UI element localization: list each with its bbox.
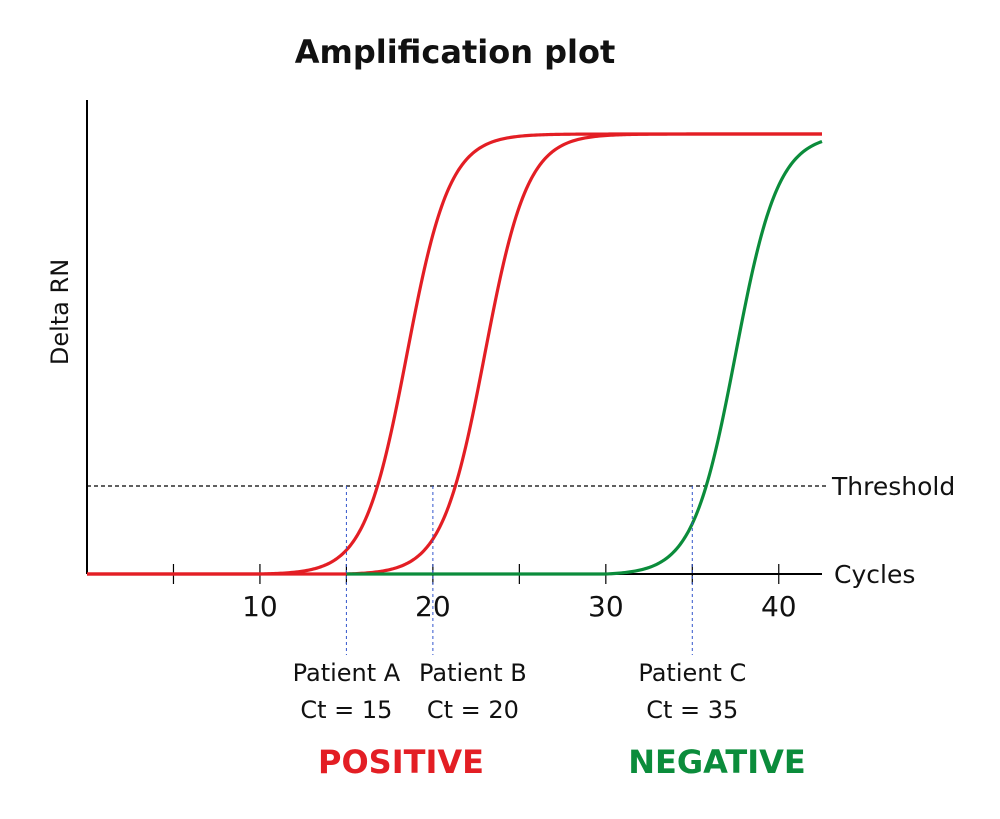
x-axis-label: Cycles xyxy=(834,560,915,589)
patient-note: Ct = 35 xyxy=(646,696,738,724)
patient-note: Patient A xyxy=(293,659,401,687)
amplification-curve-3 xyxy=(346,140,823,576)
x-tick-label: 10 xyxy=(242,590,278,623)
patient-note: Patient B xyxy=(419,659,527,687)
verdict-positive: POSITIVE xyxy=(318,743,484,781)
x-tick-label: 30 xyxy=(588,590,624,623)
threshold-label: Threshold xyxy=(831,472,955,501)
verdict-negative: NEGATIVE xyxy=(628,743,806,781)
patient-note: Patient C xyxy=(638,659,746,687)
y-axis-label: Delta RN xyxy=(46,259,74,365)
patient-note: Ct = 15 xyxy=(300,696,392,724)
amplification-curve-1 xyxy=(87,132,822,576)
chart-title: Amplification plot xyxy=(295,33,616,71)
amplification-curve-2 xyxy=(87,132,822,576)
patient-note: Ct = 20 xyxy=(427,696,519,724)
x-tick-label: 40 xyxy=(761,590,797,623)
